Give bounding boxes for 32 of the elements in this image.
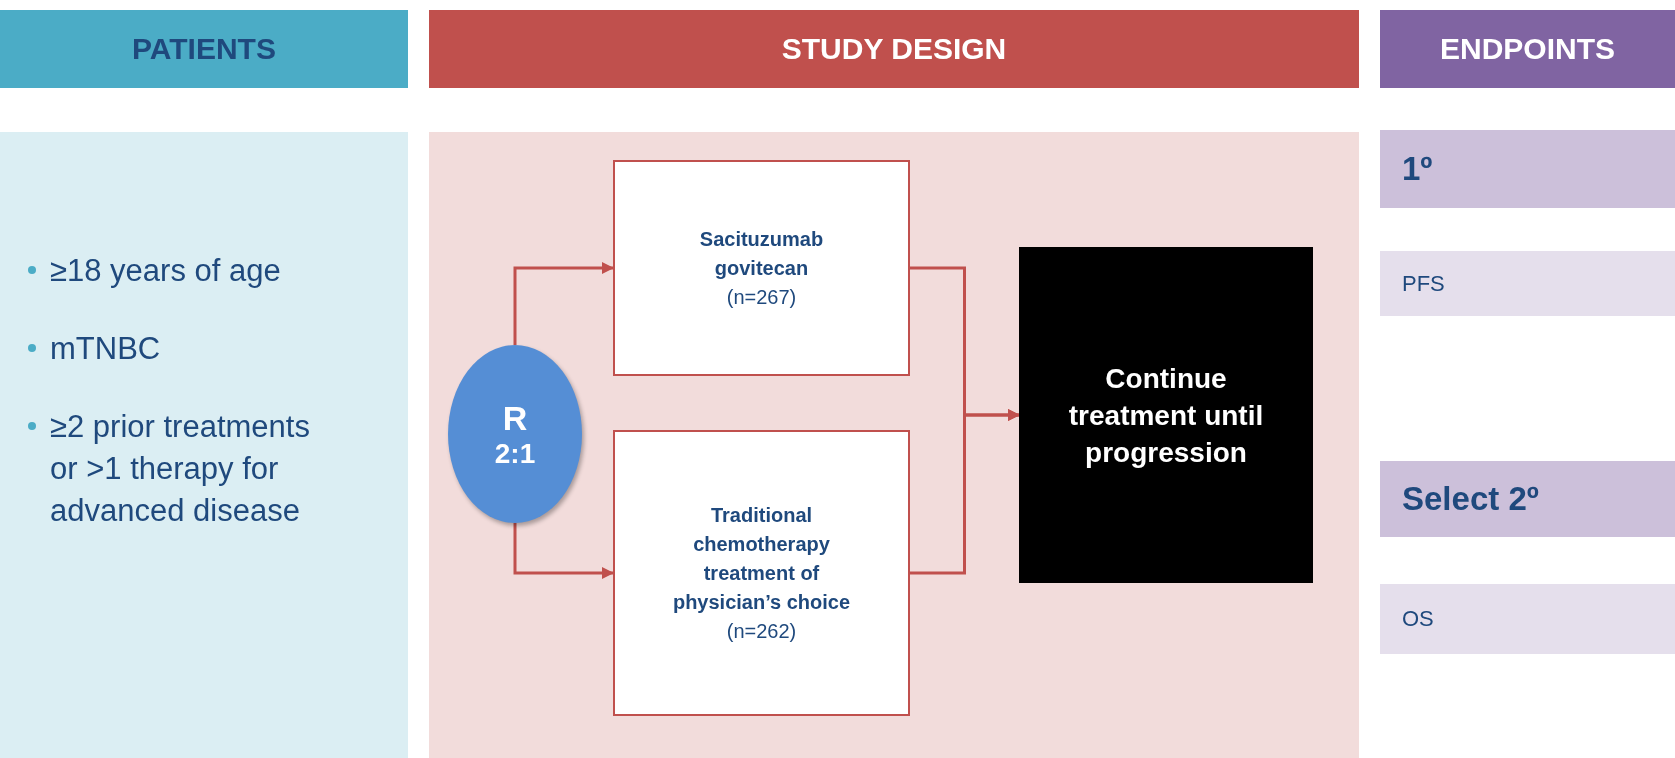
ratio-label: 2:1 [494,437,536,470]
endpoint-category: 1º [1402,150,1433,188]
treatment-arm-box [613,160,910,376]
criteria-panel [0,132,408,758]
header-bar [429,10,1359,88]
outcome-box [1019,247,1313,583]
header-bar [0,10,408,88]
endpoint-category-band [1380,461,1675,537]
arm-name: Sacituzumab govitecan [698,226,825,281]
criteria-text: ≥2 prior treatments or >1 therapy for advanced disease [50,408,311,530]
endpoint-item-band [1380,251,1675,316]
randomization-label: R [502,398,528,438]
header-bar [1380,10,1675,88]
endpoint-category: Select 2º [1402,480,1539,518]
endpoint-name: OS [1402,606,1434,632]
endpoint-item-band [1380,584,1675,654]
endpoint-category-band [1380,130,1675,208]
arrow [910,409,1020,575]
header-label: ENDPOINTS [1440,32,1615,66]
outcome-text: Continue treatment until progression [1067,361,1265,470]
arrow [513,523,614,579]
criteria-text: mTNBC [50,330,162,368]
arm-name: Traditional chemotherapy treatment of physician’s choice [671,502,852,615]
criteria-text: ≥18 years of age [50,252,282,290]
header-label: PATIENTS [132,32,276,66]
sample-size: (n=267) [726,284,797,310]
study-panel [429,132,1359,758]
sample-size: (n=262) [726,618,797,644]
endpoint-name: PFS [1402,270,1445,297]
header-label: STUDY DESIGN [781,32,1007,66]
treatment-arm-box [613,430,910,716]
arrow [513,262,614,345]
